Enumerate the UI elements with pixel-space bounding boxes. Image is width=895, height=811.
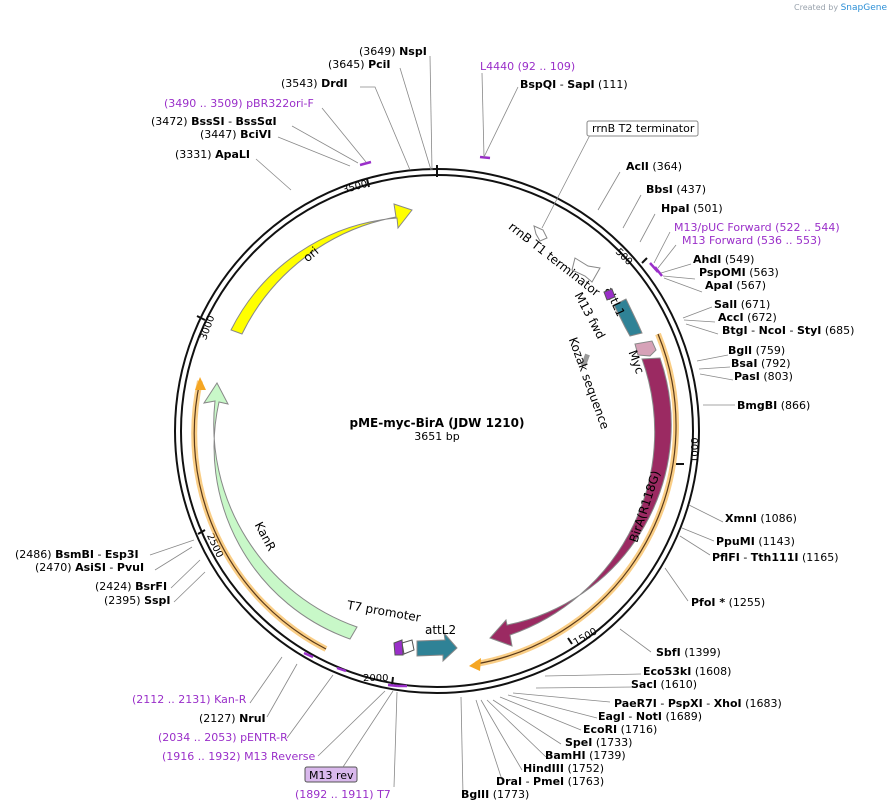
rrnbt2-feature [533,225,548,242]
m13rev-feature [393,639,404,656]
rrnbt2-label-box [586,120,699,137]
kozak-feature [581,353,590,367]
acli-label: AclI (364) [626,160,682,173]
sali-label: SalI (671) [714,298,770,311]
primer-binding-arcs [303,155,663,688]
kanr-orf-line [193,380,327,650]
bsai-label: BsaI (792) [731,357,791,370]
bira-orf-arrowhead [469,658,481,671]
tick-marks [196,178,684,686]
t7prom-feature [401,639,415,655]
l4440-label: L4440 (92 .. 109) [480,60,575,73]
site-labels: (3649) NspI (3645) PciI (3543) DrdI (349… [15,45,854,801]
m13reverse-label: (1916 .. 1932) M13 Reverse [162,750,315,763]
ahdi-label: AhdI (549) [693,253,754,266]
xmni-label: XmnI (1086) [725,512,797,525]
rrnbt2-leader [541,134,591,229]
pcii-label: (3645) PciI [328,58,391,71]
saci-label: SacI (1610) [631,678,697,691]
ppumi-label: PpuMI (1143) [716,535,795,548]
m13rev-badge [304,766,358,783]
bcivi-label: (3447) BciVI [200,128,271,141]
pasi-label: PasI (803) [734,370,793,383]
tick-3500: 3500 [341,179,368,196]
snapgene-logo: SnapGene [840,3,887,13]
myc-feature [634,340,657,357]
eagi-label: EagI - NotI (1689) [598,710,702,723]
tick-2000: 2000 [363,673,388,684]
attl1-feature [613,298,643,337]
sspi-label: (2395) SspI [104,594,171,607]
m13fwd-feature [603,288,616,301]
kanr-orf-arrowhead [195,377,206,390]
rrnbt1-label: rrnB T1 terminator [506,219,603,299]
bira-label: BirA(R118G) [627,469,663,544]
bsrfi-label: (2424) BsrFI [95,580,167,593]
m13f-label: M13 Forward (536 .. 553) [682,234,821,247]
ecori-label: EcoRI (1716) [583,723,657,736]
kanr-primer-label: (2112 .. 2131) Kan-R [132,693,247,706]
drdi-label: (3543) DrdI [281,77,348,90]
pfoi-label: PfoI * (1255) [691,596,765,609]
hindiii-label: HindIII (1752) [523,762,604,775]
bsssi-label: (3472) BssSI - BssSαI [151,115,277,128]
attl2-label: attL2 [425,623,456,637]
pspomi-label: PspOMI (563) [699,266,779,279]
bira-feature-arrow [489,357,672,647]
drai-label: DraI - PmeI (1763) [496,775,604,788]
bspqi-label: BspQI - SapI (111) [520,78,628,91]
created-by-text: Created by [794,3,839,12]
paer7i-label: PaeR7I - PspXI - XhoI (1683) [614,697,782,710]
nspi-label: (3649) NspI [359,45,427,58]
kanr-feature-arrow [202,382,358,640]
sbfi-label: SbfI (1399) [656,646,721,659]
kozak-label: Kozak sequence [566,335,612,431]
tick-1000: 1000 [690,438,701,463]
t7-label: (1892 .. 1911) T7 [295,788,391,801]
m13fwd-label: M13 fwd [572,290,608,342]
plasmid-name: pME-myc-BirA (JDW 1210) [350,416,525,430]
leader-lines [149,55,735,796]
spei-label: SpeI (1733) [565,736,632,749]
apai-label: ApaI (567) [705,279,766,292]
asisi-label: (2470) AsiSI - PvuI [35,561,144,574]
t7prom-label: T7 promoter [345,598,422,625]
m13rev-badge-label: M13 rev [309,769,354,782]
acci-label: AccI (672) [718,311,777,324]
attl2-feature [416,631,458,663]
ori-feature-arrow [230,203,413,335]
hpai-label: HpaI (501) [661,202,723,215]
pentr-label: (2034 .. 2053) pENTR-R [158,731,288,744]
pbr322ori-label: (3490 .. 3509) pBR322ori-F [164,97,314,110]
kanr-label: KanR [252,519,279,553]
bmgbi-label: BmgBI (866) [737,399,810,412]
bglii-label: BglII (1773) [461,788,529,801]
eco53ki-label: Eco53kI (1608) [643,665,731,678]
m13puc-label: M13/pUC Forward (522 .. 544) [674,221,840,234]
rrnbt1-feature [571,257,601,283]
pflfi-label: PflFI - Tth111I (1165) [712,551,839,564]
bbsi-label: BbsI (437) [646,183,706,196]
rrnbt2-label: rrnB T2 terminator [592,122,695,135]
plasmid-size: 3651 bp [414,430,459,443]
btgi-label: BtgI - NcoI - StyI (685) [722,324,854,337]
bamhi-label: BamHI (1739) [545,749,626,762]
bsmbi-label: (2486) BsmBI - Esp3I [15,548,139,561]
bgli-label: BglI (759) [728,344,785,357]
apali-label: (3331) ApaLI [175,148,250,161]
snapgene-credit: Created by SnapGene [794,3,887,13]
bira-orf-line [475,333,677,665]
nrui-label: (2127) NruI [199,712,266,725]
tick-1500: 1500 [572,626,600,648]
